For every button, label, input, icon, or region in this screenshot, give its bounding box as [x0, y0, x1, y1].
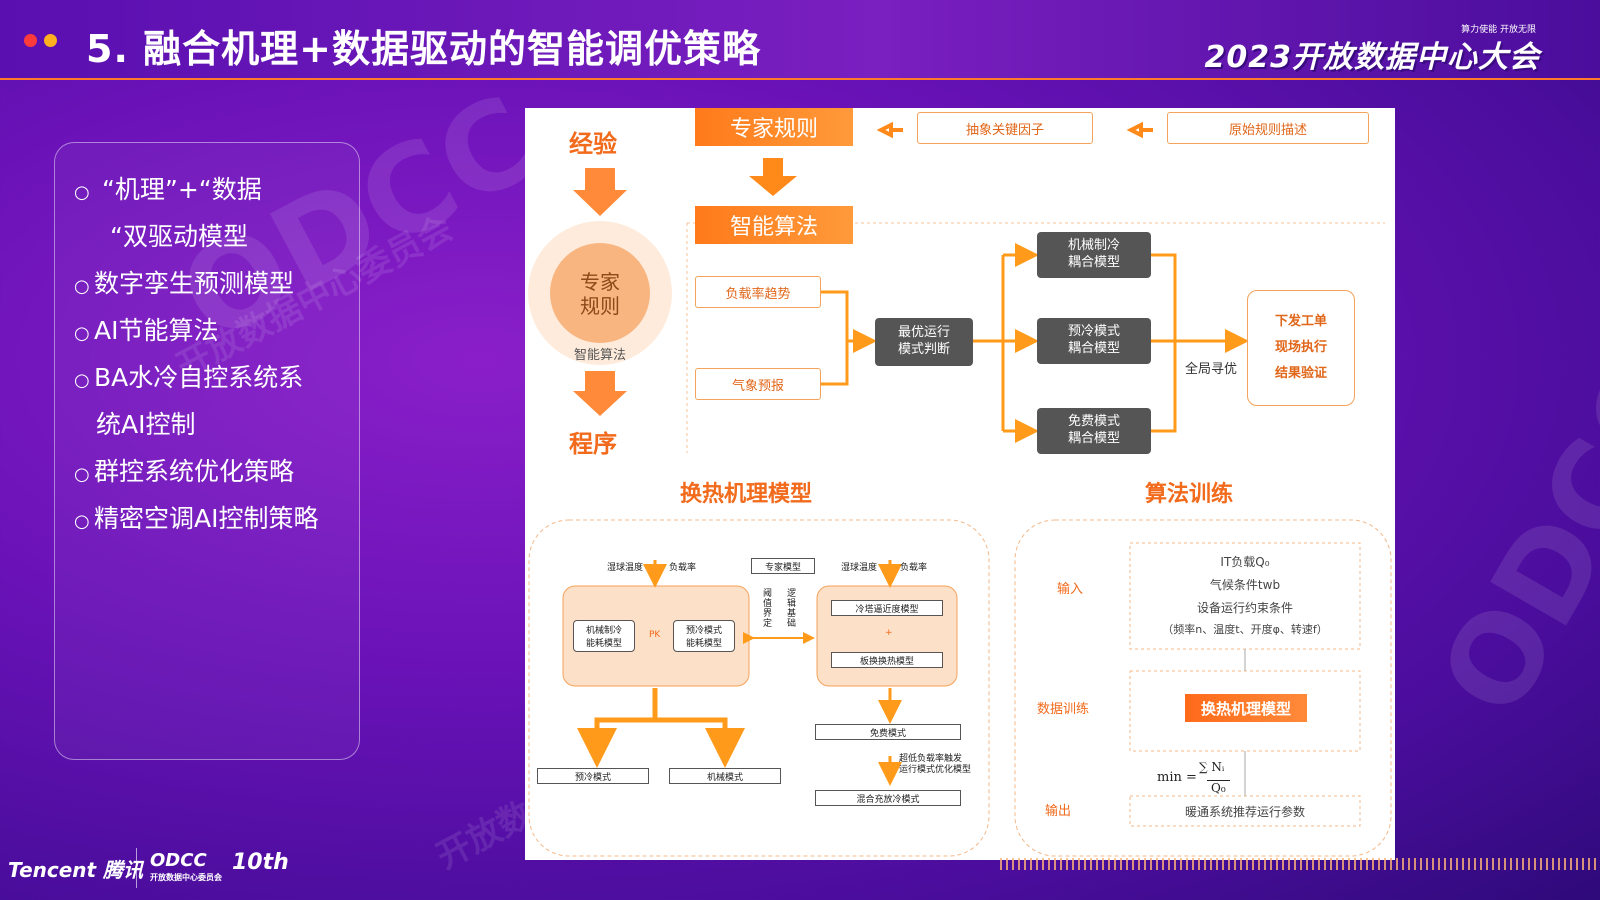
mech-energy-box: 机械制冷 能耗模型 — [573, 620, 635, 652]
plate-model-box: 板换换热模型 — [831, 652, 943, 668]
odcc-watermark-logo-2: ODCC — [1414, 341, 1600, 738]
smart-algo-label: 智能算法 — [573, 347, 626, 363]
heat-model-badge: 换热机理模型 — [1185, 694, 1307, 722]
tencent-logo: Tencent 腾讯 — [8, 858, 144, 882]
conference-logo: 2023开放数据中心大会 — [1204, 40, 1540, 75]
tower-model-box: 冷塔逼近度模型 — [831, 600, 943, 616]
circle-bullet-icon: ○ — [74, 323, 90, 344]
footer-bars — [1000, 858, 1600, 870]
mixed-mode-box: 混合充放冷模式 — [815, 790, 961, 806]
precool-mode-box: 预冷模式 — [537, 768, 649, 784]
formula-num: ∑ Nᵢ — [1199, 760, 1225, 774]
precool-energy-box: 预冷模式 能耗模型 — [673, 620, 735, 652]
bullet-item: ○AI节能算法 — [74, 316, 219, 345]
brand-slogan: 算力使能 开放无限 — [1461, 25, 1536, 35]
load-rate-label-2: 负载率 — [900, 563, 928, 573]
title-bar: 5. 融合机理+数据驱动的智能调优策略 算力使能 开放无限 2023开放数据中心… — [0, 0, 1600, 80]
load-trend-box: 负载率趋势 — [695, 276, 821, 308]
page-title: 5. 融合机理+数据驱动的智能调优策略 — [86, 27, 761, 71]
bullet-item: ○群控系统优化策略 — [74, 457, 295, 486]
algo-training-title: 算法训练 — [1145, 482, 1234, 507]
input-list: IT负载Q₀ 气候条件twb 设备运行约束条件 （频率n、温度t、开度φ、转速f… — [1162, 555, 1328, 636]
pk-label: PK — [649, 630, 661, 640]
strategy-diagram: 经验 专家 规则 智能算法 程序 专家规则 抽象关键因子 原始规则描述 智能算法… — [525, 108, 1395, 860]
precool-model-box: 预冷模式 耦合模型 — [1037, 318, 1151, 364]
input-label: 输入 — [1057, 582, 1084, 597]
data-train-label: 数据训练 — [1037, 702, 1090, 717]
free-mode-box: 免费模式 — [815, 724, 961, 740]
heat-model-title: 换热机理模型 — [680, 482, 813, 507]
red-dot-icon — [24, 34, 37, 47]
free-model-box: 免费模式 耦合模型 — [1037, 408, 1151, 454]
bullet-item-cont: 统AI控制 — [96, 410, 196, 439]
plus-label: + — [885, 628, 893, 638]
experience-label: 经验 — [569, 130, 617, 158]
bullet-panel — [54, 142, 360, 760]
output-label: 输出 — [1045, 804, 1072, 819]
bullet-item-cont: “双驱动模型 — [110, 222, 248, 251]
expert-rules-header: 专家规则 — [695, 108, 853, 146]
wet-bulb-label-2: 湿球温度 — [841, 563, 878, 573]
circle-bullet-icon: ○ — [74, 511, 90, 532]
bullet-item: ○精密空调AI控制策略 — [74, 504, 319, 533]
ten-year-logo: 10th — [232, 850, 289, 875]
odcc-logo: ODCC — [150, 850, 207, 871]
mech-model-box: 机械制冷 耦合模型 — [1037, 232, 1151, 278]
program-label: 程序 — [569, 430, 617, 458]
circle-bullet-icon: ○ — [74, 276, 90, 297]
footer-divider — [136, 848, 137, 888]
result-box: 暖通系统推荐运行参数 — [1184, 804, 1305, 819]
formula-den: Q₀ — [1207, 780, 1230, 795]
formula-min: min = — [1157, 770, 1197, 785]
bullet-item: ○数字孪生预测模型 — [74, 269, 295, 298]
optimal-mode-box: 最优运行 模式判断 — [875, 318, 973, 366]
threshold-label: 阈值界定 — [763, 589, 773, 629]
abstract-factor-box: 抽象关键因子 — [917, 112, 1093, 144]
raw-rule-box: 原始规则描述 — [1167, 112, 1369, 144]
circle-bullet-icon: ○ — [74, 182, 90, 203]
ultra-low-label: 超低负载率触发 运行模式优化模型 — [899, 754, 972, 775]
yellow-dot-icon — [44, 34, 57, 47]
circle-bullet-icon: ○ — [74, 464, 90, 485]
bullet-item: ○BA水冷自控系统系 — [74, 363, 304, 392]
bullet-item: ○ “机理”+“数据 — [74, 175, 262, 204]
diagram-connectors — [528, 121, 1392, 857]
output-box: 下发工单 现场执行 结果验证 — [1247, 290, 1355, 406]
logic-label: 逻辑基础 — [787, 589, 797, 629]
expert-model-box: 专家模型 — [751, 558, 815, 574]
mech-mode-box: 机械模式 — [669, 768, 781, 784]
load-rate-label: 负载率 — [669, 563, 697, 573]
expert-rules-circle: 专家 规则 — [580, 270, 620, 318]
wet-bulb-label: 湿球温度 — [607, 563, 644, 573]
global-opt-label: 全局寻优 — [1185, 362, 1238, 377]
smart-algo-header: 智能算法 — [695, 206, 853, 244]
weather-box: 气象预报 — [695, 368, 821, 400]
odcc-sub-logo: 开放数据中心委员会 — [150, 873, 222, 882]
circle-bullet-icon: ○ — [74, 370, 90, 391]
